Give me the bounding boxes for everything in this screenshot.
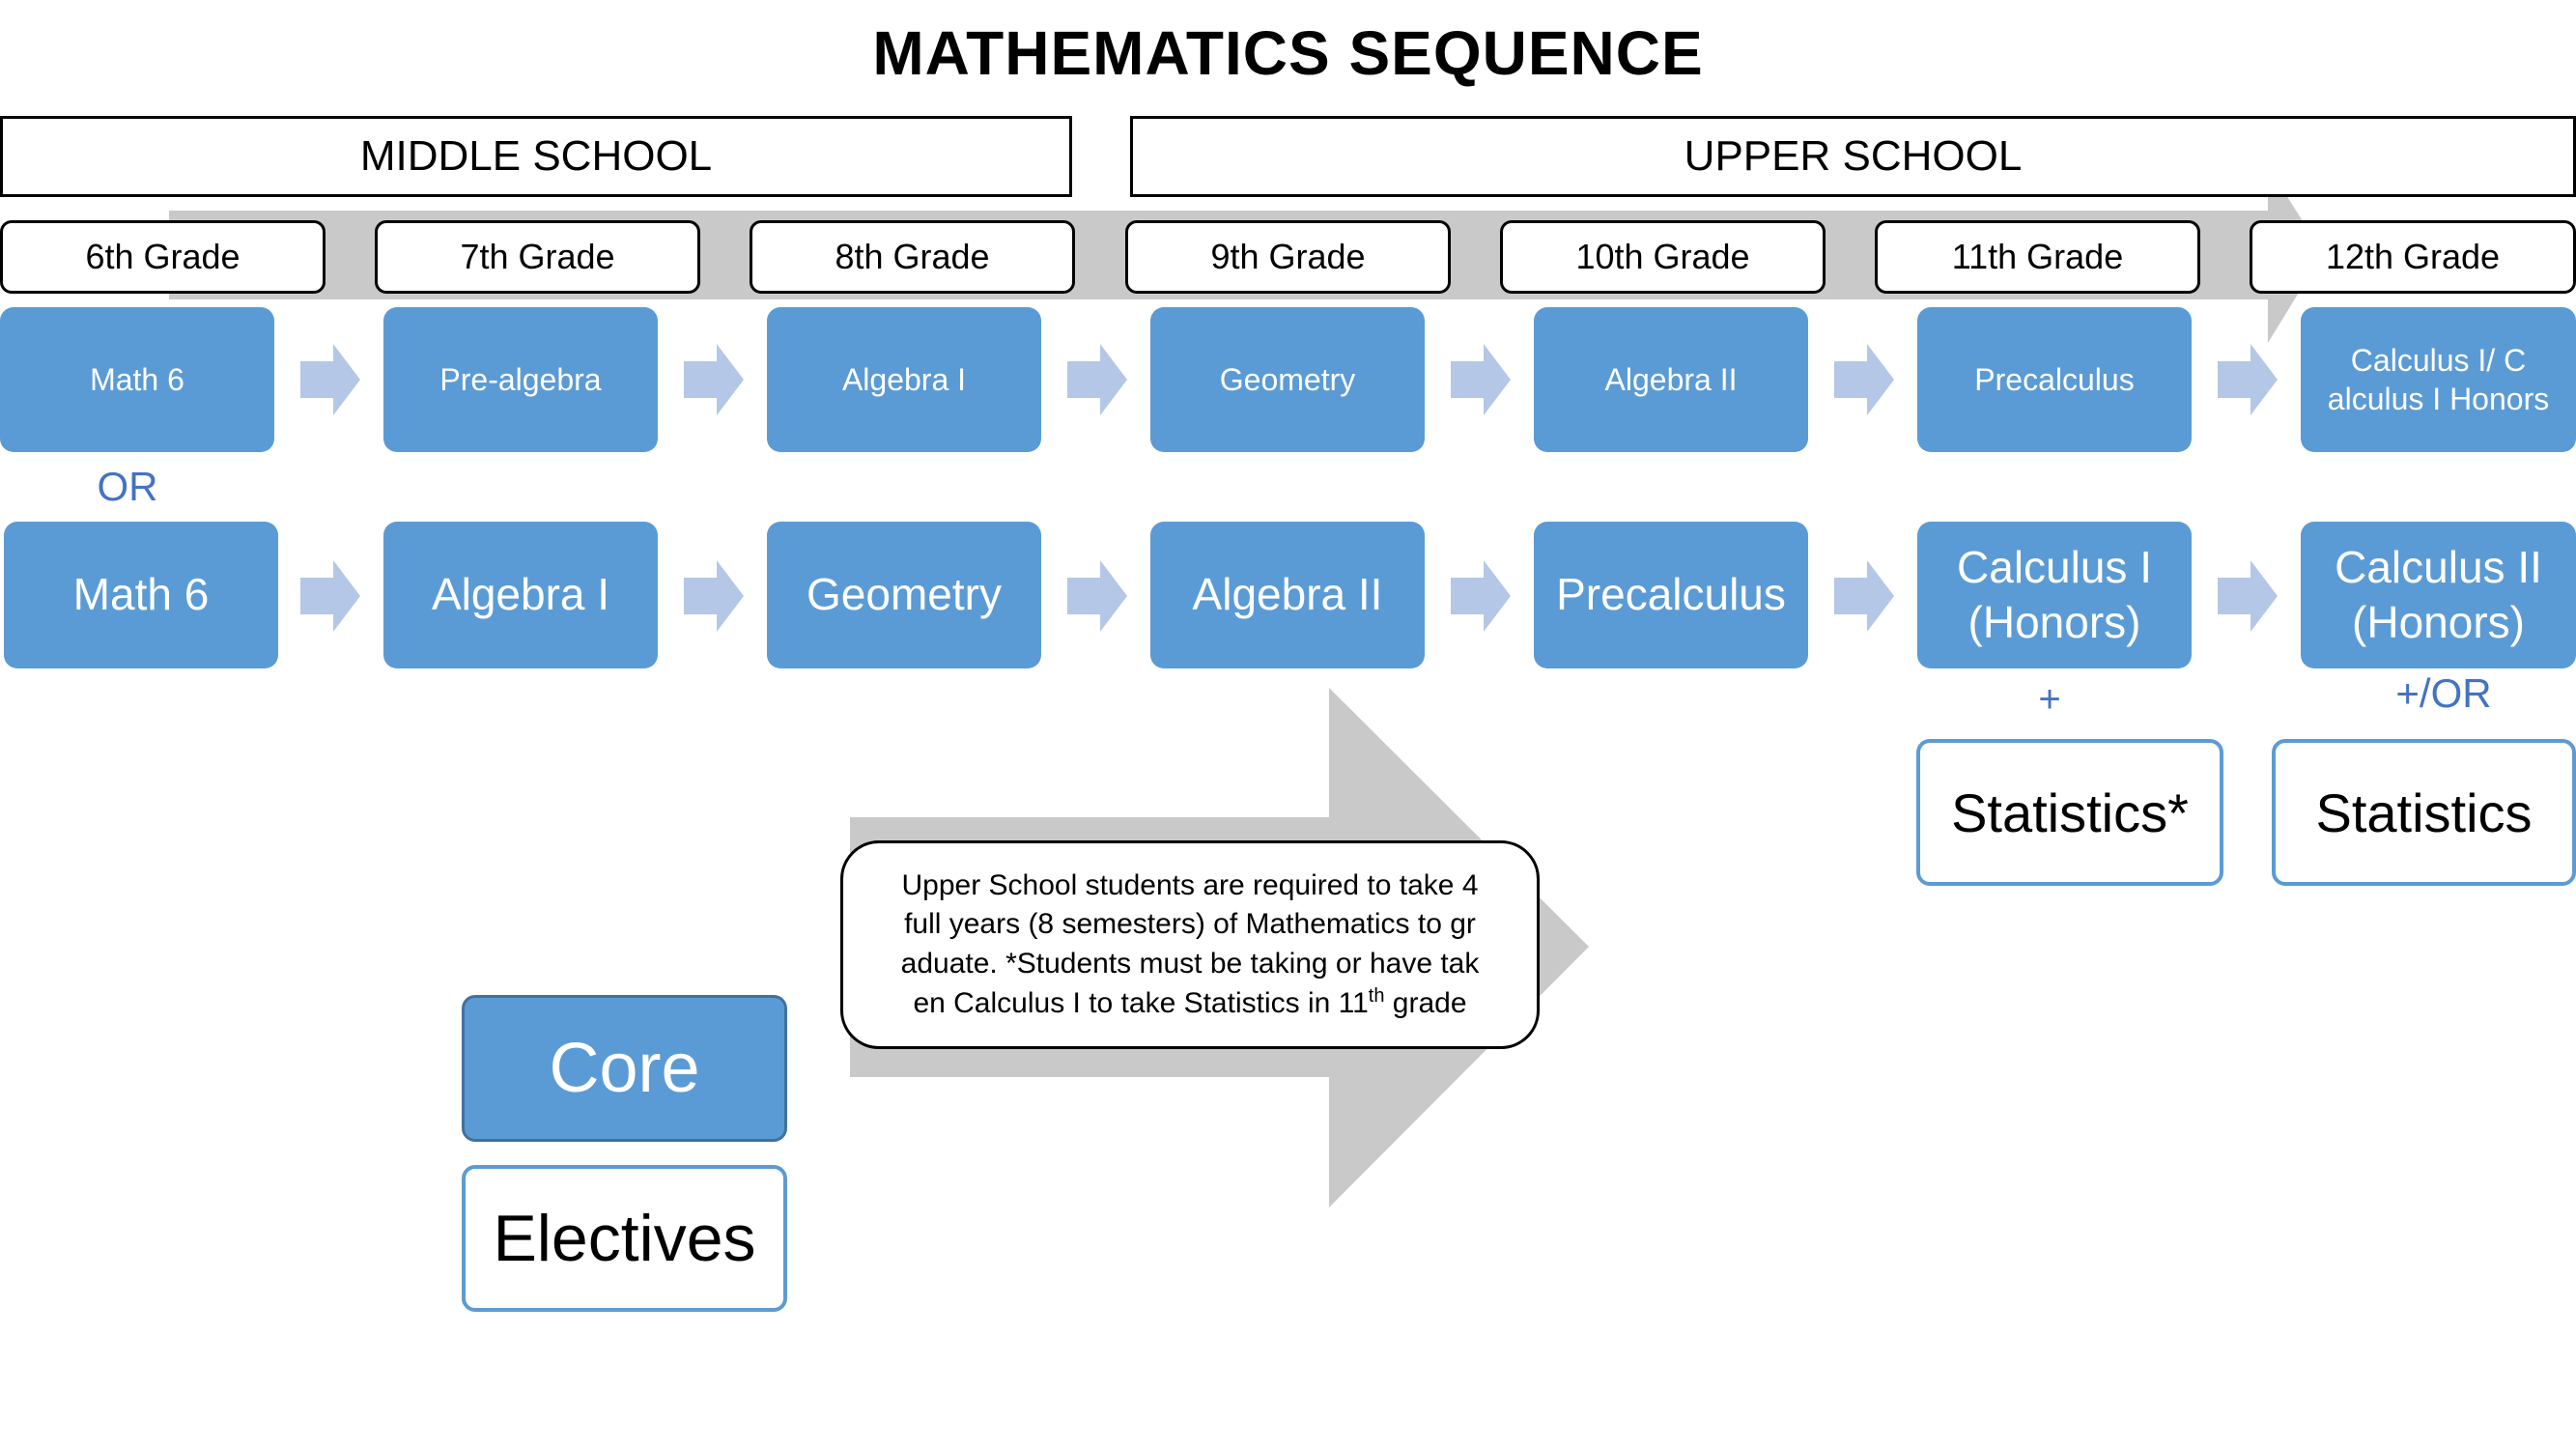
page-title: MATHEMATICS SEQUENCE (872, 18, 1704, 88)
note-line: en Calculus I to take Statistics in 11th… (901, 983, 1480, 1024)
legend-core: Core (462, 995, 787, 1142)
arrow-icon (1451, 344, 1511, 415)
grade-label-10: 10th Grade (1500, 220, 1826, 294)
arrow-icon (1834, 560, 1894, 632)
middle-school-header: MIDDLE SCHOOL (0, 116, 1072, 197)
track1-math6: Math 6 (0, 307, 274, 452)
arrow-icon (300, 560, 360, 632)
arrow-icon (1067, 344, 1127, 415)
note-line4-text: en Calculus I to take Statistics in 11 (913, 987, 1369, 1019)
elective-statistics-12: Statistics (2272, 739, 2576, 886)
track1-precalculus: Precalculus (1917, 307, 2192, 452)
note-line: Upper School students are required to ta… (901, 868, 1479, 901)
note-superscript: th (1368, 985, 1385, 1007)
track2-algebra-1: Algebra I (383, 522, 658, 668)
track2-geometry: Geometry (767, 522, 1041, 668)
note-text: Upper School students are required to ta… (901, 867, 1480, 1024)
note-line: full years (8 semesters) of Mathematics … (904, 908, 1476, 940)
upper-school-header: UPPER SCHOOL (1130, 116, 2576, 197)
track1-calculus-1: Calculus I/ C alculus I Honors (2301, 307, 2576, 452)
track2-precalculus: Precalculus (1534, 522, 1808, 668)
plus-label: + (2038, 678, 2061, 721)
plus-or-label: +/OR (2395, 670, 2492, 716)
arrow-icon (300, 344, 360, 415)
track1-pre-algebra: Pre-algebra (383, 307, 658, 452)
grade-label-8: 8th Grade (750, 220, 1075, 294)
elective-statistics-11: Statistics* (1916, 739, 2223, 886)
grade-label-12: 12th Grade (2250, 220, 2576, 294)
track1-algebra-1: Algebra I (767, 307, 1041, 452)
note-line4-end: grade (1384, 987, 1467, 1019)
arrow-icon (1834, 344, 1894, 415)
track2-calculus-2-honors: Calculus II (Honors) (2301, 522, 2576, 668)
track2-calculus-1-line1: Calculus I (1957, 541, 2152, 592)
graduation-requirement-note: Upper School students are required to ta… (840, 840, 1540, 1049)
grade-label-9: 9th Grade (1125, 220, 1451, 294)
track2-algebra-2: Algebra II (1150, 522, 1425, 668)
grade-label-6: 6th Grade (0, 220, 326, 294)
track2-calculus-1-line2: (Honors) (1967, 597, 2141, 647)
arrow-icon (2218, 560, 2278, 632)
arrow-icon (1067, 560, 1127, 632)
arrow-icon (1451, 560, 1511, 632)
arrow-icon (684, 344, 744, 415)
track2-math6: Math 6 (4, 522, 278, 668)
or-label: OR (97, 464, 158, 509)
legend-electives: Electives (462, 1165, 787, 1312)
note-line: aduate. *Students must be taking or have… (900, 947, 1480, 980)
grade-label-7: 7th Grade (375, 220, 700, 294)
arrow-icon (2218, 344, 2278, 415)
track2-calculus-2-line1: Calculus II (2335, 541, 2542, 592)
track1-algebra-2: Algebra II (1534, 307, 1808, 452)
track1-calculus-1-line2: alculus I Honors (2327, 382, 2550, 416)
arrow-icon (684, 560, 744, 632)
track2-calculus-1-honors: Calculus I (Honors) (1917, 522, 2192, 668)
track1-calculus-1-line1: Calculus I/ C (2350, 343, 2527, 378)
grade-label-11: 11th Grade (1875, 220, 2200, 294)
track2-calculus-2-line2: (Honors) (2352, 597, 2525, 647)
track1-geometry: Geometry (1150, 307, 1425, 452)
